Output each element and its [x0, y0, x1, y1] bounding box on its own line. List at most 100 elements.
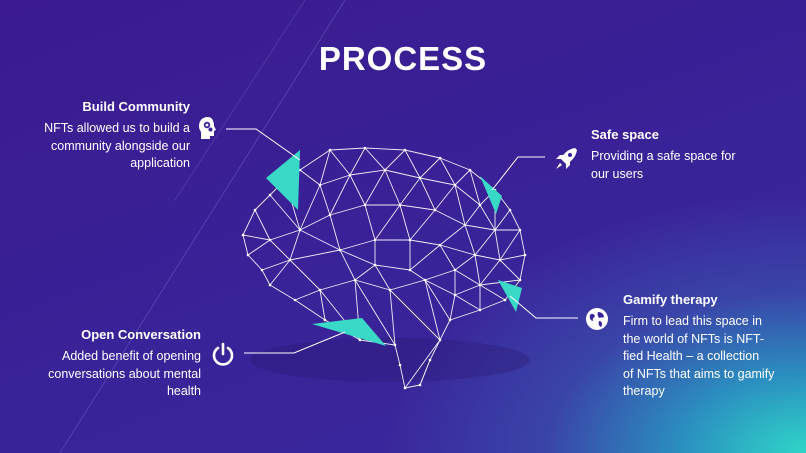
brain-edge	[439, 157, 456, 186]
gamify-therapy-text: Firm to lead this space in the world of …	[623, 313, 803, 401]
safe-space-line: Providing a safe space for	[591, 149, 736, 163]
brain-edge	[242, 234, 271, 241]
brain-node	[246, 253, 250, 257]
brain-node	[418, 176, 422, 180]
brain-node	[408, 268, 412, 272]
brain-edge	[419, 157, 441, 179]
accent-triangle-open	[312, 318, 386, 346]
brain-node	[433, 208, 437, 212]
gamify-therapy-line: of NFTs that aims to gamify	[623, 366, 775, 381]
brain-node	[478, 308, 482, 312]
brain-node	[398, 203, 402, 207]
brain-edge	[424, 269, 456, 281]
brain-node	[358, 338, 362, 342]
brain-edge	[364, 169, 386, 206]
brain-node	[418, 383, 422, 387]
brain-edge	[399, 364, 406, 389]
brain-node	[408, 238, 412, 242]
brain-edge	[454, 184, 466, 226]
brain-edge	[439, 157, 471, 171]
brain-node	[438, 243, 442, 247]
brain-edge	[464, 224, 496, 231]
brain-edge	[479, 259, 501, 286]
brain-edge	[419, 359, 431, 386]
brain-edge	[464, 204, 481, 226]
brain-edge	[254, 194, 271, 211]
brain-edge	[424, 279, 441, 341]
brain-edge	[349, 174, 366, 206]
brain-edge	[354, 264, 376, 281]
brain-edge	[464, 224, 476, 256]
connector-safe	[491, 156, 545, 191]
brain-node	[468, 168, 472, 172]
brain-edge	[389, 279, 426, 291]
rocket-icon	[556, 148, 577, 169]
build-community-text: NFTs allowed us to build a community alo…	[20, 120, 190, 173]
brain-edge	[269, 229, 301, 241]
brain-node	[438, 156, 442, 160]
brain-edge	[319, 174, 351, 186]
gear-head-icon	[199, 117, 216, 139]
brain-node	[508, 208, 512, 212]
brain-edge	[319, 149, 331, 186]
brain-edge	[409, 209, 436, 241]
brain-edge	[339, 249, 376, 266]
brain-edge	[319, 289, 326, 321]
brain-node	[268, 238, 272, 242]
brain-node	[453, 183, 457, 187]
brain-edge	[499, 229, 521, 261]
brain-node	[353, 278, 357, 282]
brain-node	[428, 358, 432, 362]
brain-edge	[384, 149, 406, 171]
brain-node	[363, 203, 367, 207]
brain-node	[498, 258, 502, 262]
brain-edge	[519, 229, 526, 256]
brain-node	[463, 223, 467, 227]
brain-node	[478, 203, 482, 207]
brain-edge	[354, 279, 396, 346]
brain-edge	[454, 254, 476, 271]
open-conversation-heading: Open Conversation	[81, 327, 201, 342]
brain-node	[403, 386, 407, 390]
brain-edge	[364, 147, 386, 171]
brain-node	[448, 318, 452, 322]
brain-edge	[499, 254, 526, 261]
brain-edge	[269, 194, 301, 231]
brain-edge	[389, 289, 396, 346]
brain-edge	[454, 184, 481, 206]
brain-edge	[429, 339, 441, 361]
brain-node	[383, 168, 387, 172]
brain-node	[453, 268, 457, 272]
open-conversation-text: Added benefit of opening conversations a…	[20, 348, 201, 401]
brain-edge	[329, 147, 366, 151]
brain-node	[260, 268, 264, 272]
brain-edge	[474, 229, 496, 256]
brain-edge	[374, 204, 401, 241]
brain-edge	[354, 279, 391, 291]
brain-edge	[479, 299, 506, 311]
brain-edge	[364, 147, 406, 151]
brain-node	[363, 146, 367, 150]
brain-edge	[424, 279, 451, 321]
brain-edge	[384, 169, 401, 206]
brain-edge	[261, 269, 271, 286]
brain-edge	[329, 204, 366, 216]
brain-edge	[424, 279, 456, 296]
brain-edge	[394, 344, 401, 366]
brain-edge	[479, 204, 496, 231]
brain-edge	[409, 244, 441, 271]
brain-edge	[261, 259, 291, 271]
gamify-therapy-line: therapy	[623, 384, 665, 398]
brain-edge	[374, 264, 391, 291]
brain-edge	[364, 204, 376, 241]
page-title: PROCESS	[318, 40, 488, 77]
brain-node	[388, 288, 392, 292]
brain-edge	[254, 209, 271, 241]
brain-edge	[454, 269, 481, 286]
brain-edge	[299, 214, 331, 231]
open-conversation-line: conversations about mental	[48, 366, 201, 381]
brain-edge	[399, 177, 421, 206]
brain-edge	[294, 289, 321, 301]
